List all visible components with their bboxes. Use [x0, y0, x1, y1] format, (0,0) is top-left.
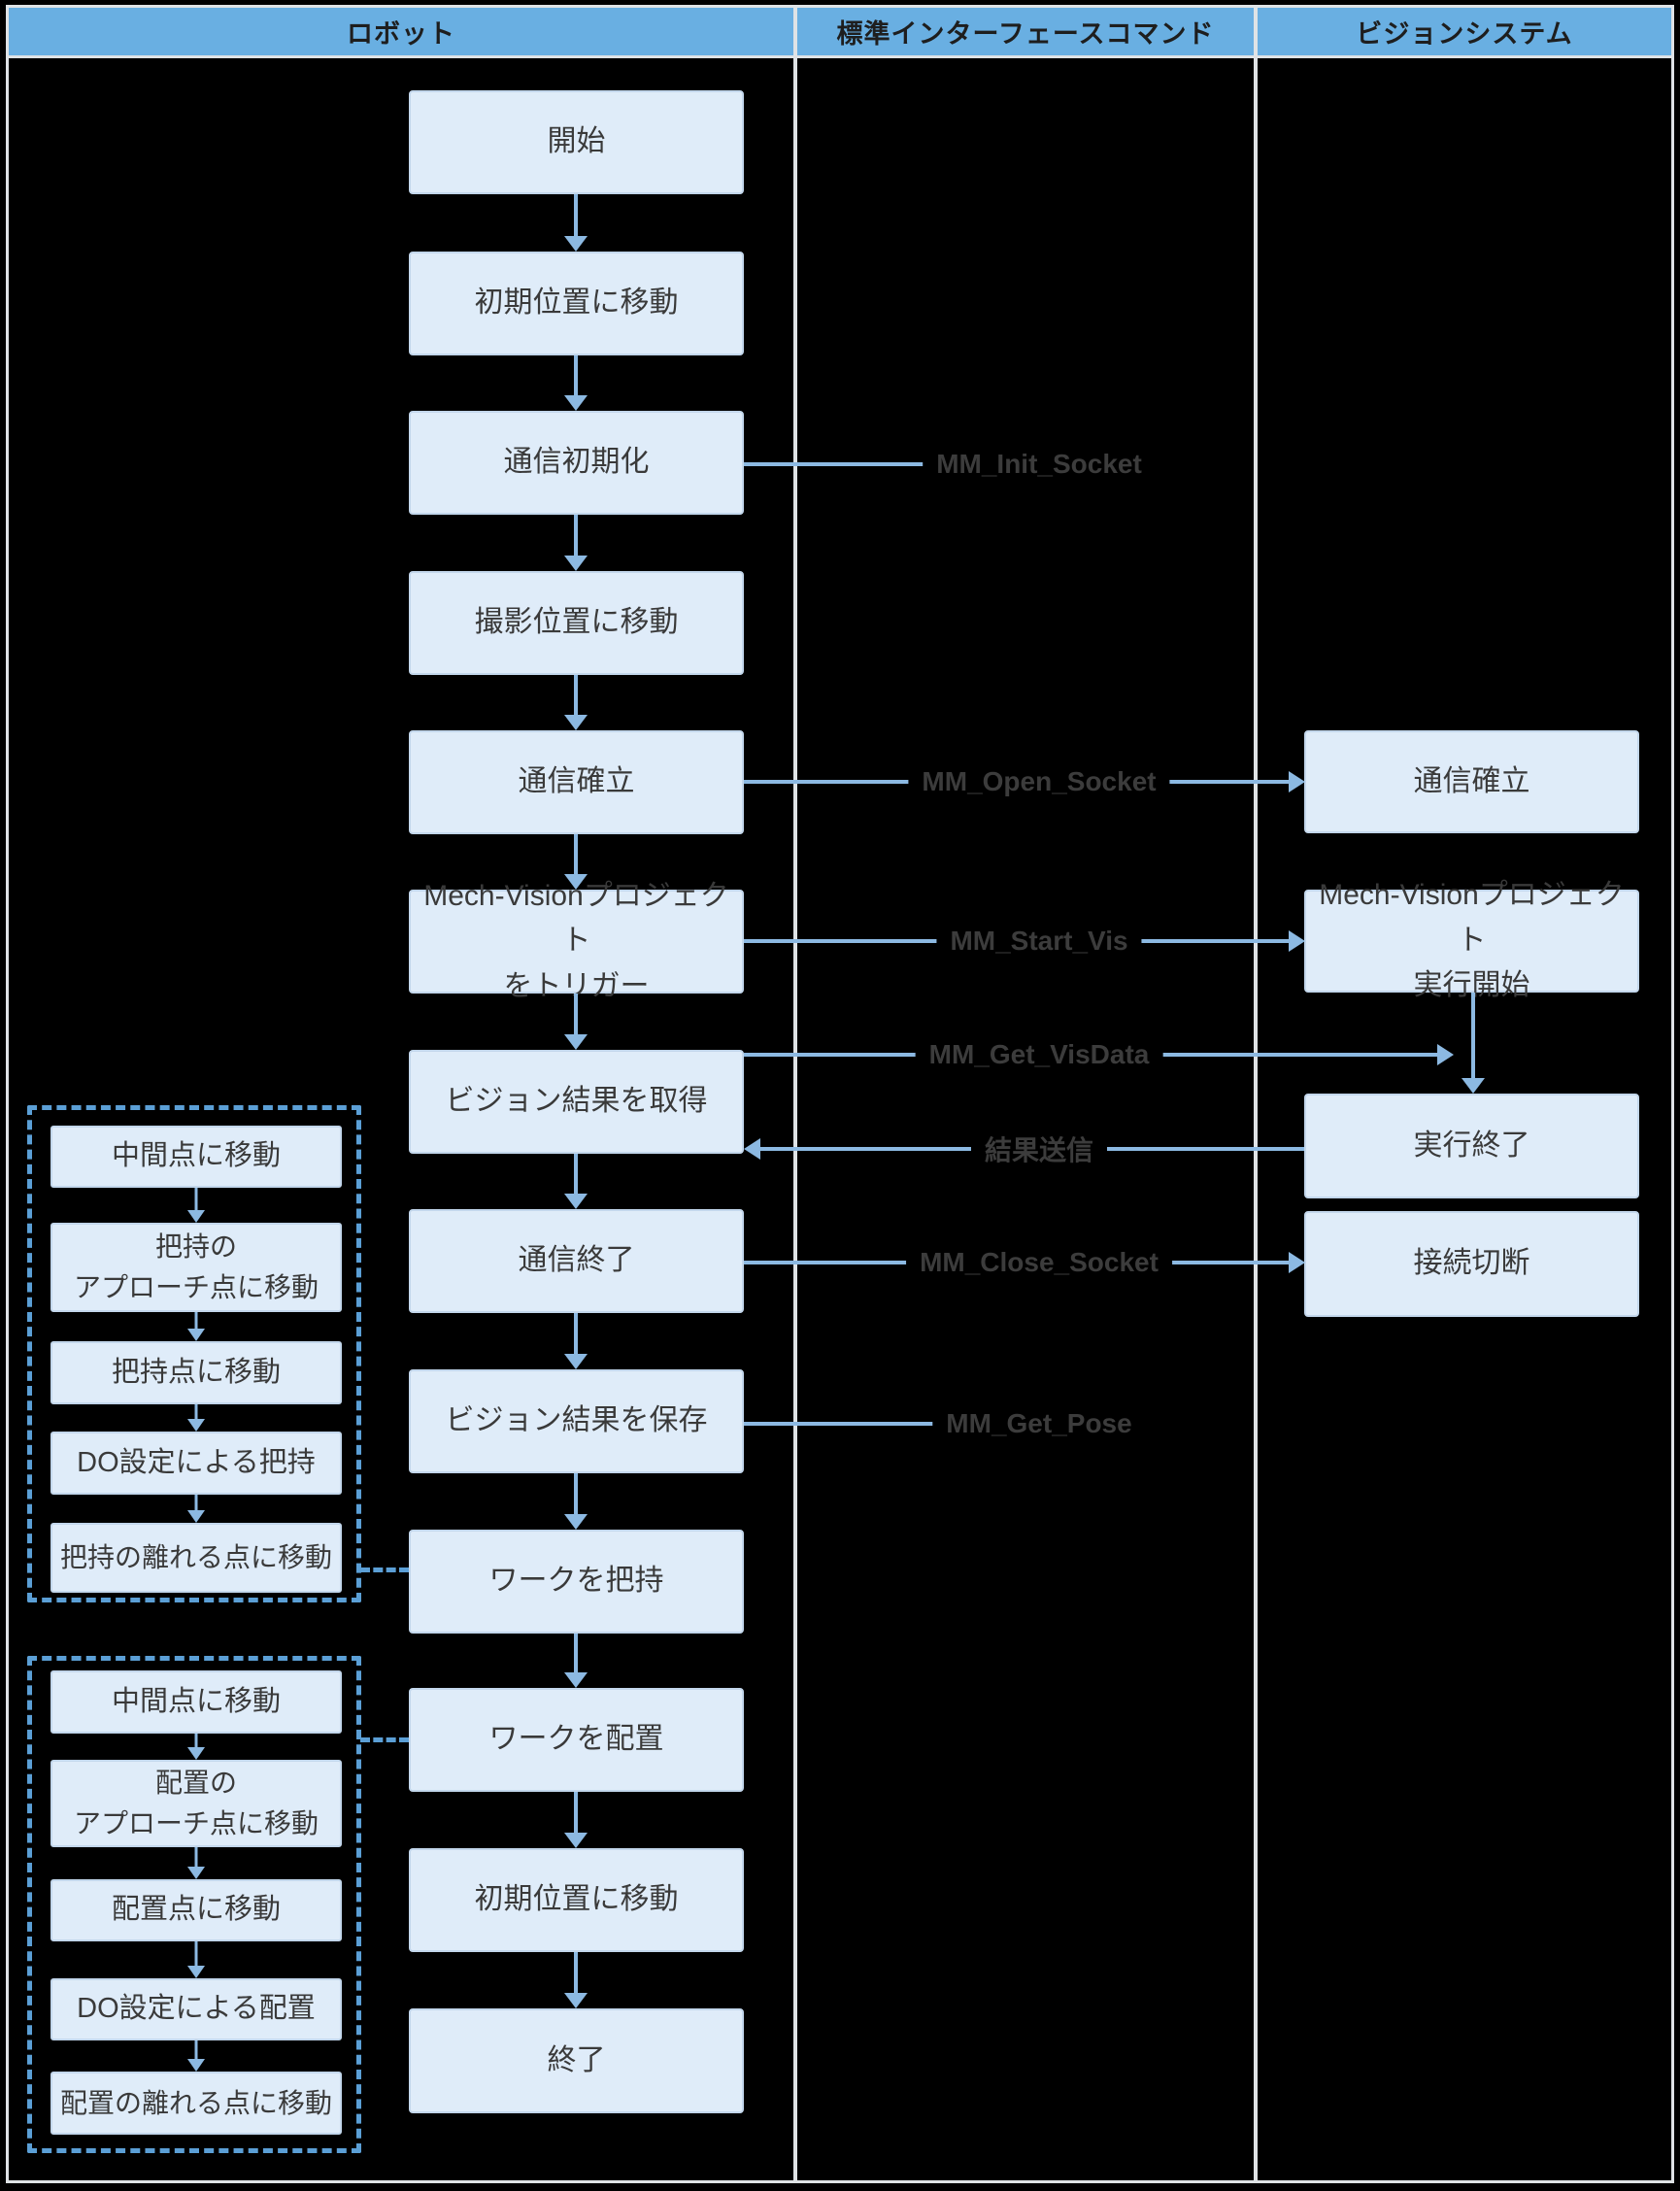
grasp-step-move-departure-point: 把持の離れる点に移動	[50, 1523, 342, 1593]
header-robot-label: ロボット	[347, 19, 455, 49]
arrowhead-left-icon	[744, 1138, 760, 1160]
place-step-do-place: DO設定による配置	[50, 1978, 342, 2040]
place-step-move-approach-point: 配置の アプローチ点に移動	[50, 1760, 342, 1847]
grasp-step-do-grasp: DO設定による把持	[50, 1432, 342, 1495]
arrowhead-right-icon	[1289, 771, 1305, 792]
arrowhead-right-icon	[1437, 1044, 1454, 1065]
command-label-mm-open-socket: MM_Open_Socket	[908, 766, 1170, 797]
flow-arrow-down	[564, 675, 588, 730]
command-label-mm-close-socket: MM_Close_Socket	[906, 1247, 1172, 1278]
place-step-move-place-point: 配置点に移動	[50, 1879, 342, 1941]
flow-arrow-down	[564, 355, 588, 411]
grasp-group-connector	[360, 1567, 409, 1572]
grasp-step-move-approach-point: 把持の アプローチ点に移動	[50, 1223, 342, 1312]
vision-node-project-run-start: Mech-Visionプロジェクト 実行開始	[1304, 879, 1639, 1001]
place-group-connector	[360, 1737, 409, 1742]
vision-node-run-finished: 実行終了	[1304, 1094, 1639, 1198]
node-place-workpiece: ワークを配置	[409, 1688, 744, 1792]
command-label-mm-init-socket: MM_Init_Socket	[923, 449, 1156, 480]
flow-arrow-down	[564, 1792, 588, 1848]
grasp-step-move-grasp-point: 把持点に移動	[50, 1341, 342, 1404]
node-move-capture-position: 撮影位置に移動	[409, 571, 744, 675]
arrowhead-right-icon	[1289, 930, 1305, 952]
group-arrow-down	[185, 1495, 208, 1523]
arrowhead-right-icon	[1289, 1252, 1305, 1273]
node-save-vision-result: ビジョン結果を保存	[409, 1369, 744, 1473]
flow-arrow-down	[564, 834, 588, 890]
node-establish-communication: 通信確立	[409, 730, 744, 834]
node-end: 終了	[409, 2008, 744, 2113]
node-init-communication: 通信初期化	[409, 411, 744, 515]
column-divider-1	[793, 5, 797, 2183]
flow-arrow-down	[564, 1952, 588, 2008]
node-get-vision-result: ビジョン結果を取得	[409, 1050, 744, 1154]
node-close-communication: 通信終了	[409, 1209, 744, 1313]
column-divider-2	[1254, 5, 1258, 2183]
command-label-send-result: 結果送信	[970, 1129, 1108, 1168]
place-subroutine-group	[27, 1656, 361, 2153]
node-grasp-workpiece: ワークを把持	[409, 1530, 744, 1634]
vision-flow-arrow-down	[1460, 993, 1487, 1094]
group-arrow-down	[185, 2040, 208, 2072]
header-vision-system-label: ビジョンシステム	[1356, 19, 1573, 49]
flow-arrow-down	[564, 1313, 588, 1369]
group-arrow-down	[185, 1404, 208, 1432]
flow-arrow-down	[564, 1634, 588, 1688]
group-arrow-down	[185, 1734, 208, 1760]
flow-arrow-down	[564, 194, 588, 252]
flow-arrow-down	[564, 994, 588, 1050]
header-vision-system: ビジョンシステム	[1258, 8, 1671, 55]
node-trigger-mech-vision-project: Mech-Visionプロジェクト をトリガー	[409, 880, 744, 1002]
group-arrow-down	[185, 1941, 208, 1978]
grasp-step-move-waypoint: 中間点に移動	[50, 1126, 342, 1188]
group-arrow-down	[185, 1312, 208, 1341]
command-line	[744, 1422, 1039, 1426]
node-move-initial-position-2: 初期位置に移動	[409, 1848, 744, 1952]
command-label-mm-start-vis: MM_Start_Vis	[936, 926, 1142, 957]
vision-node-disconnect: 接続切断	[1304, 1211, 1639, 1317]
header-interface-commands: 標準インターフェースコマンド	[797, 8, 1254, 55]
group-arrow-down	[185, 1188, 208, 1223]
command-line	[744, 462, 1039, 466]
flow-arrow-down	[564, 1154, 588, 1209]
group-arrow-down	[185, 1847, 208, 1879]
place-step-move-waypoint: 中間点に移動	[50, 1670, 342, 1734]
header-interface-commands-label: 標準インターフェースコマンド	[836, 19, 1215, 49]
command-label-mm-get-pose: MM_Get_Pose	[932, 1408, 1146, 1439]
vision-node-establish-communication: 通信確立	[1304, 730, 1639, 833]
header-underline	[6, 55, 1674, 58]
node-move-initial-position: 初期位置に移動	[409, 252, 744, 355]
grasp-subroutine-group	[27, 1105, 361, 1602]
header-robot: ロボット	[9, 8, 793, 55]
place-step-move-departure-point: 配置の離れる点に移動	[50, 2072, 342, 2135]
command-label-mm-get-visdata: MM_Get_VisData	[915, 1039, 1163, 1070]
node-start: 開始	[409, 90, 744, 194]
table-frame	[6, 5, 1674, 2183]
flow-arrow-down	[564, 1473, 588, 1530]
flow-arrow-down	[564, 515, 588, 571]
